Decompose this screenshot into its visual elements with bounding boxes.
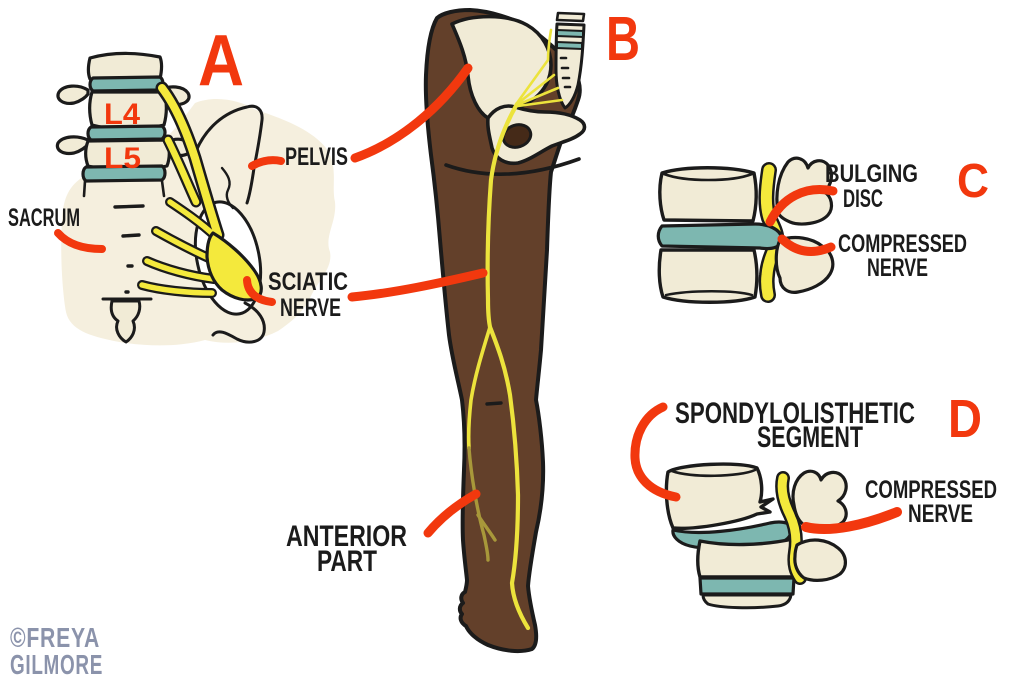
anterior-part-label-line1: ANTERIOR bbox=[286, 520, 407, 553]
artist-credit: ©FREYA GILMORE bbox=[10, 622, 103, 680]
nerve-trunk-b bbox=[485, 101, 520, 330]
vertebra-c-bottom-rim bbox=[664, 290, 754, 297]
transverse-process-left-upper bbox=[56, 84, 90, 105]
spondylolisthetic-label-line1: SPONDYLOLISTHETIC bbox=[675, 397, 915, 430]
pelvis-label: PELVIS bbox=[285, 143, 348, 171]
sacrum-label: SACRUM bbox=[8, 204, 80, 232]
vertebra-c-top-rim bbox=[662, 172, 754, 182]
facet-d-top bbox=[791, 469, 848, 531]
facet-d-bottom bbox=[793, 538, 847, 582]
transverse-process-left-l5 bbox=[55, 135, 90, 156]
bulging-disc-pointer bbox=[765, 185, 838, 227]
sciatic-pointer-to-thigh bbox=[347, 268, 488, 302]
nerve-fan-b bbox=[515, 28, 564, 108]
pelvis-pointer-left bbox=[248, 156, 285, 170]
compressed-nerve-d-pointer bbox=[801, 507, 902, 534]
bulging-disc-label-line1: BULGING bbox=[825, 160, 918, 188]
compressed-nerve-c-pointer bbox=[777, 234, 836, 256]
l5-label: L5 bbox=[104, 142, 141, 175]
credit-line2: GILMORE bbox=[10, 649, 103, 680]
section-a-spine-pelvis: L4 L5 SACRUM PELVIS SCIATIC NERVE A bbox=[8, 21, 348, 346]
stub-disc-1 bbox=[556, 28, 584, 39]
ilium-outline bbox=[194, 104, 264, 205]
stub-dashes bbox=[559, 56, 572, 89]
disc-c-bulging bbox=[656, 222, 784, 251]
vertebra-top-partial bbox=[86, 51, 164, 81]
ischium-outline bbox=[211, 301, 266, 344]
section-b-leg: ANTERIOR PART B bbox=[286, 5, 640, 654]
sacrum-side-lines bbox=[82, 179, 166, 198]
red-pointers-b bbox=[347, 63, 488, 538]
l4-label: L4 bbox=[104, 98, 140, 131]
spondylolisthetic-pointer bbox=[630, 402, 681, 502]
sciatic-nerve-label-line2: NERVE bbox=[280, 294, 341, 322]
sacrum-pointer bbox=[54, 229, 106, 253]
sciatic-pointer-left bbox=[243, 276, 276, 306]
section-c-letter: C bbox=[957, 155, 989, 208]
pelvis-inner-squiggle bbox=[220, 166, 235, 210]
section-c-bulging-disc: BULGING DISC COMPRESSED NERVE C bbox=[656, 155, 989, 304]
sacral-stub bbox=[554, 11, 586, 110]
sciatic-nerve-label-line1: SCIATIC bbox=[268, 268, 348, 296]
stub-disc-2 bbox=[556, 40, 583, 51]
sciatic-nerve-leg bbox=[466, 28, 564, 631]
disc-1 bbox=[88, 75, 165, 93]
sacrum-dashes bbox=[113, 204, 145, 294]
vertebra-d-bottom bbox=[696, 537, 797, 579]
section-d-letter: D bbox=[948, 389, 982, 449]
vertebra-d-slipped bbox=[664, 462, 775, 531]
tibial-branch bbox=[487, 324, 531, 631]
anterior-part-label-line2: PART bbox=[317, 545, 377, 578]
compressed-nerve-d-label-line2: NERVE bbox=[908, 500, 973, 528]
section-d-spondylolisthesis: SPONDYLOLISTHETIC SEGMENT COMPRESSED NER… bbox=[630, 389, 997, 610]
red-pointers-a bbox=[54, 156, 285, 306]
spondylolisthetic-label-line2: SEGMENT bbox=[757, 421, 863, 454]
anterior-pointer bbox=[423, 489, 481, 538]
section-a-letter: A bbox=[198, 21, 244, 101]
compressed-nerve-c-label-line1: COMPRESSED bbox=[838, 230, 967, 258]
peroneal-branch bbox=[466, 325, 492, 450]
vertebra-d-lowest-strip bbox=[701, 593, 793, 610]
red-pointers-c bbox=[765, 185, 838, 256]
credit-line1: ©FREYA bbox=[10, 622, 100, 653]
compressed-nerve-c-label-line2: NERVE bbox=[867, 254, 928, 282]
vertebra-d-slipped-rim bbox=[670, 468, 757, 478]
deep-branch bbox=[467, 446, 497, 562]
pelvis-pointer-to-leg bbox=[350, 63, 473, 163]
red-pointers-d bbox=[630, 402, 902, 534]
obturator-foramen bbox=[501, 123, 533, 149]
knee-dash bbox=[485, 401, 503, 406]
bulging-disc-label-line2: DISC bbox=[843, 185, 883, 213]
disc-d-lower bbox=[698, 576, 796, 596]
stub-top-strip bbox=[555, 11, 586, 23]
lumbar-spine bbox=[55, 51, 193, 183]
gluteal-fold-line bbox=[444, 157, 581, 176]
section-b-letter: B bbox=[606, 5, 640, 74]
disc-3 bbox=[81, 164, 167, 183]
coccyx bbox=[109, 299, 142, 344]
vertebra-c-top bbox=[658, 166, 758, 223]
vertebra-c-bottom bbox=[657, 248, 759, 304]
compressed-nerve-d-label-line1: COMPRESSED bbox=[865, 476, 997, 504]
